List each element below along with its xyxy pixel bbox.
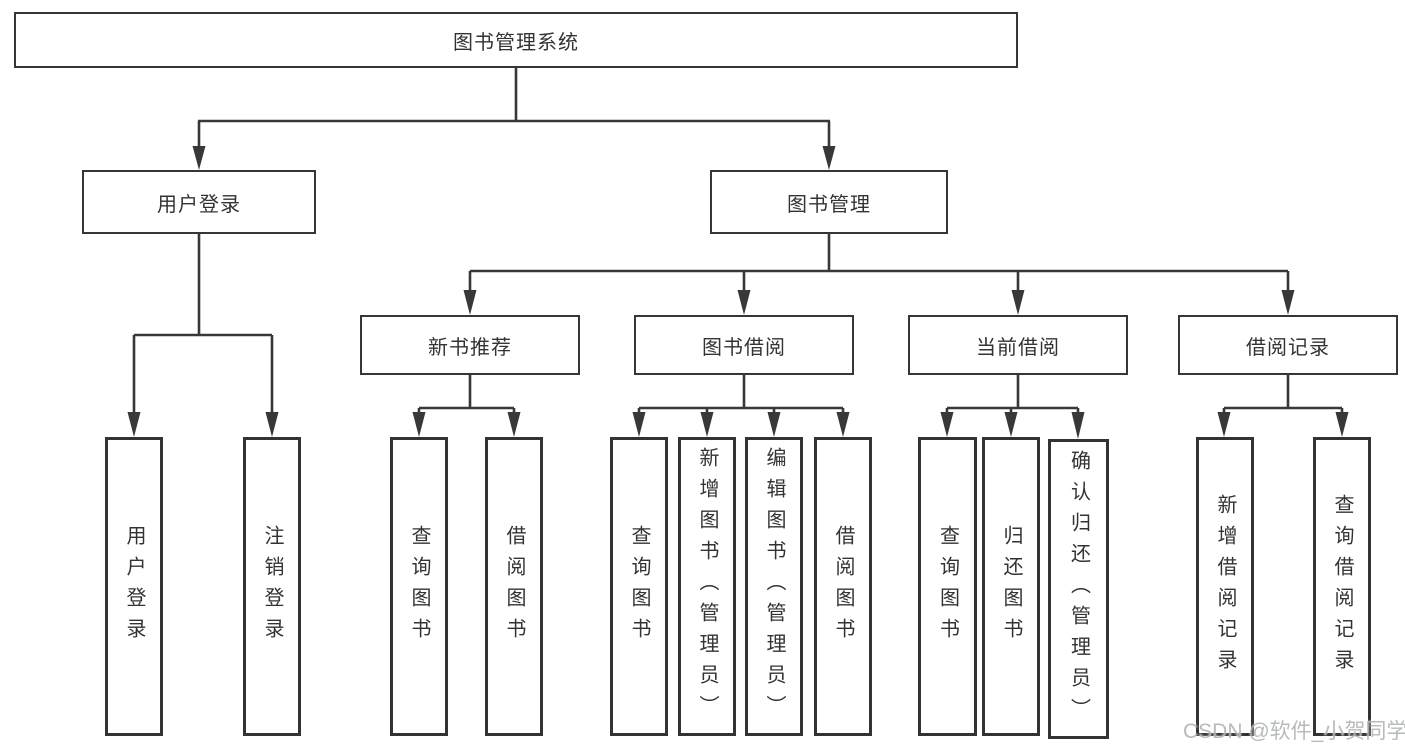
arrowhead (700, 412, 714, 437)
node-label: 查询图书 (936, 524, 959, 649)
node-label: 查询图书 (628, 524, 650, 649)
node-label: 当前借阅 (976, 336, 1060, 359)
arrowhead (822, 146, 836, 170)
node-label: 借阅图书 (832, 524, 854, 649)
node-leaf-return-books: 归还图书 (982, 437, 1040, 736)
node-label: 查询借阅记录 (1331, 493, 1353, 680)
node-borrowing-records: 借阅记录 (1178, 315, 1398, 375)
arrowhead (192, 146, 206, 170)
node-label: 借阅图书 (503, 524, 525, 649)
arrowhead (1217, 412, 1231, 437)
node-leaf-query-borrow-record: 查询借阅记录 (1313, 437, 1371, 736)
node-new-book-recommend: 新书推荐 (360, 315, 580, 375)
arrowhead (1281, 290, 1295, 315)
arrowhead (1335, 412, 1349, 437)
arrowhead (265, 412, 279, 437)
arrowhead (507, 412, 521, 437)
node-label: 图书管理系统 (453, 31, 579, 54)
node-label: 确认归还（管理员） (1067, 449, 1090, 729)
node-label: 图书借阅 (702, 336, 786, 359)
node-label: 图书管理 (787, 193, 871, 216)
node-leaf-query-books-2: 查询图书 (610, 437, 668, 736)
node-label: 用户登录 (157, 193, 241, 216)
node-label: 查询图书 (408, 524, 430, 649)
arrowhead (836, 412, 850, 437)
node-label: 新增图书（管理员） (696, 447, 718, 726)
node-current-borrowing: 当前借阅 (908, 315, 1128, 375)
node-label: 编辑图书（管理员） (763, 447, 785, 726)
arrowhead (463, 290, 477, 315)
node-user-login: 用户登录 (82, 170, 316, 234)
node-leaf-user-login: 用户登录 (105, 437, 163, 736)
arrowhead (767, 412, 781, 437)
node-label: 用户登录 (123, 524, 145, 649)
arrowhead (1004, 412, 1018, 437)
node-leaf-add-borrow-record: 新增借阅记录 (1196, 437, 1254, 736)
arrowhead (737, 290, 751, 315)
node-leaf-confirm-return-admin: 确认归还（管理员） (1048, 439, 1109, 739)
node-label: 新书推荐 (428, 336, 512, 359)
node-label: 新增借阅记录 (1214, 493, 1236, 680)
node-leaf-borrow-books-1: 借阅图书 (485, 437, 543, 736)
arrowhead (940, 412, 954, 437)
node-label: 借阅记录 (1246, 336, 1330, 359)
arrowhead (632, 412, 646, 437)
arrowhead (412, 412, 426, 437)
node-book-borrowing: 图书借阅 (634, 315, 854, 375)
node-leaf-query-books-1: 查询图书 (390, 437, 448, 736)
node-leaf-add-book-admin: 新增图书（管理员） (678, 437, 736, 736)
watermark: CSDN @软件_小贺同学 (1183, 720, 1405, 743)
node-book-management: 图书管理 (710, 170, 948, 234)
node-root: 图书管理系统 (14, 12, 1018, 68)
node-leaf-borrow-books-2: 借阅图书 (814, 437, 872, 736)
node-label: 归还图书 (1000, 524, 1022, 649)
node-leaf-edit-book-admin: 编辑图书（管理员） (745, 437, 803, 736)
node-leaf-logout: 注销登录 (243, 437, 301, 736)
arrowhead (127, 412, 141, 437)
arrowhead (1071, 412, 1085, 439)
node-leaf-query-books-3: 查询图书 (918, 437, 977, 736)
arrowhead (1011, 290, 1025, 315)
node-label: 注销登录 (261, 524, 283, 649)
